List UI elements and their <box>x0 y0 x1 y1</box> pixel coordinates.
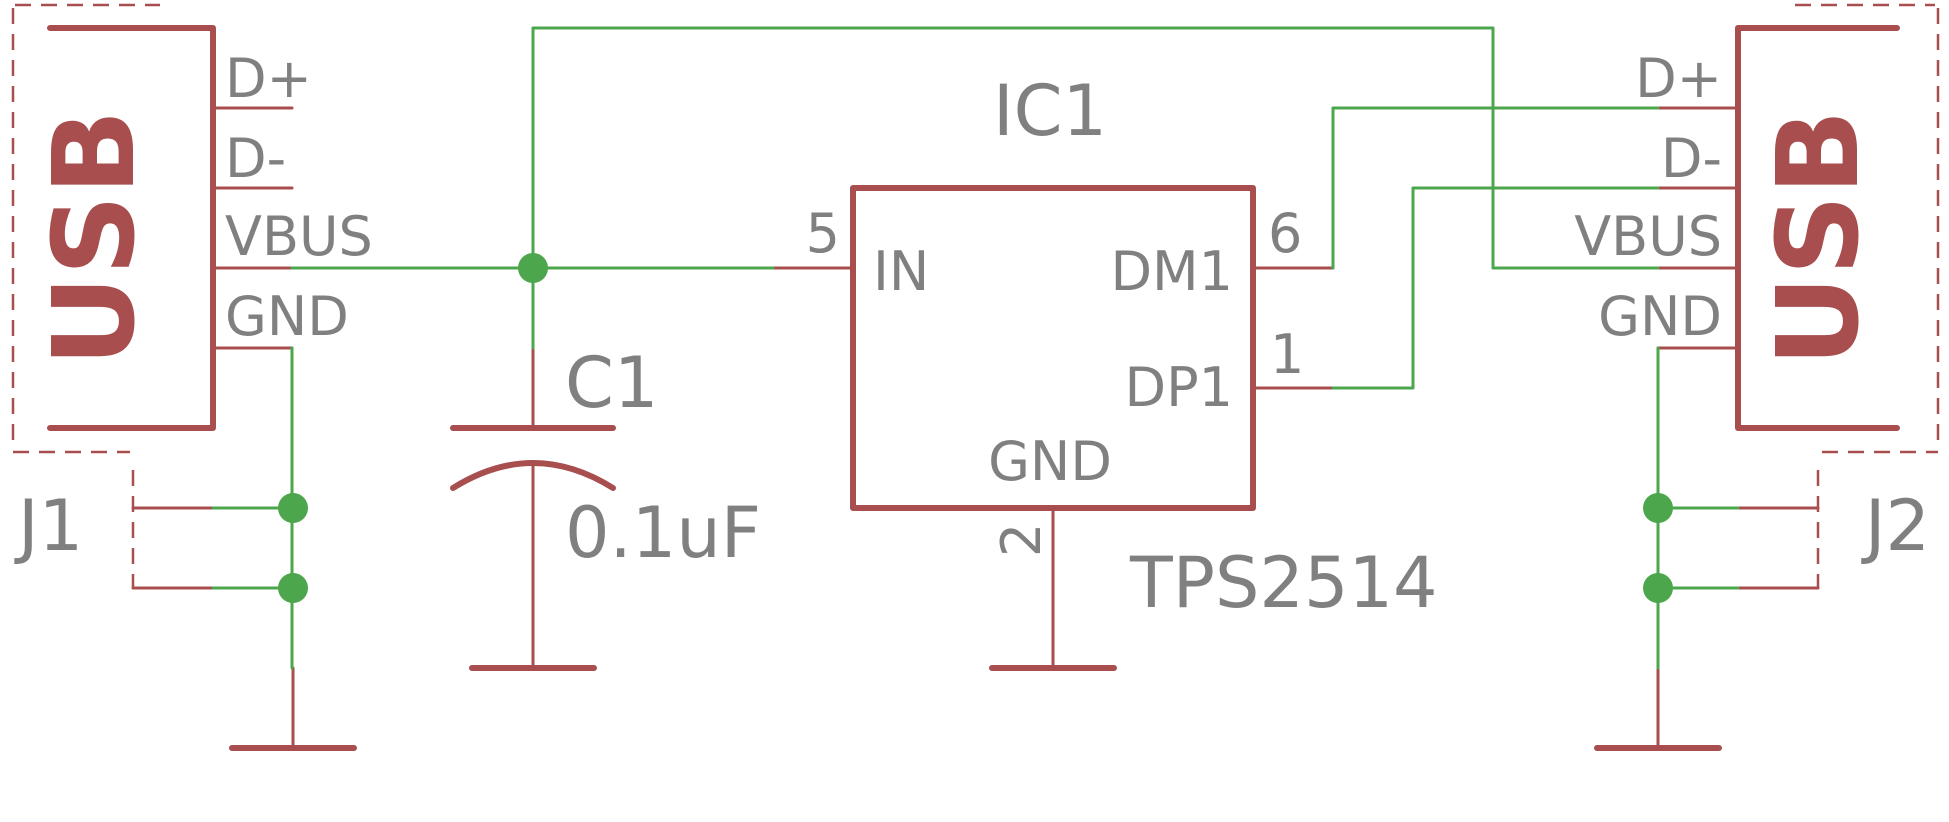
ic1-pin-num-in: 5 <box>806 202 840 265</box>
junction-j1-shield-1 <box>278 493 308 523</box>
j2-pin-label-dminus: D- <box>1661 127 1722 190</box>
j1-usb-label: USB <box>30 110 160 367</box>
ic1-pin-num-dp1: 1 <box>1270 323 1304 386</box>
j1-pin-label-gnd: GND <box>225 285 349 348</box>
vbus-net-bridge[interactable] <box>531 26 1660 270</box>
c1-value-label: 0.1uF <box>565 492 761 574</box>
nets <box>211 26 1740 670</box>
j1-pin-label-vbus: VBUS <box>225 205 373 268</box>
ic1-pin-name-dp1: DP1 <box>1124 356 1233 419</box>
j2-usb-label: USB <box>1754 110 1884 367</box>
ic1-pin-name-gnd: GND <box>988 430 1112 493</box>
j1-body <box>47 25 216 431</box>
usb-connector-j2[interactable]: USB D+ D- VBUS GND J2 <box>1574 3 1940 590</box>
j1-pin-label-dplus: D+ <box>225 47 312 110</box>
ic1-ref-label: IC1 <box>993 70 1107 152</box>
usb-connector-j1[interactable]: USB D+ D- VBUS GND J1 <box>11 3 373 590</box>
j2-pin-label-vbus: VBUS <box>1574 205 1722 268</box>
j2-pin-label-dplus: D+ <box>1635 47 1722 110</box>
ic-tps2514[interactable]: IC1 TPS2514 IN 5 DM1 6 DP1 1 GND 2 <box>771 70 1438 671</box>
dp1-net[interactable] <box>1331 186 1660 390</box>
j1-ref-label: J1 <box>14 485 83 567</box>
ic1-pin-num-dm1: 6 <box>1268 202 1302 265</box>
j2-pin-label-gnd: GND <box>1598 285 1722 348</box>
c1-ref-label: C1 <box>565 342 658 424</box>
ic1-part-label: TPS2514 <box>1129 542 1438 624</box>
junction-j2-shield-1 <box>1643 493 1673 523</box>
ground-symbols <box>229 666 1722 751</box>
dm1-net[interactable] <box>1331 106 1660 270</box>
junction-j2-shield-2 <box>1643 573 1673 603</box>
j1-pin-label-dminus: D- <box>225 127 286 190</box>
ic1-pin-name-dm1: DM1 <box>1110 240 1233 303</box>
junction-j1-shield-2 <box>278 573 308 603</box>
junction-vbus <box>518 253 548 283</box>
ic1-pin-num-gnd: 2 <box>990 523 1053 557</box>
junctions <box>278 253 1673 603</box>
j2-ref-label: J2 <box>1861 485 1930 567</box>
capacitor-c1[interactable]: C1 0.1uF <box>450 342 761 671</box>
ic1-pin-name-in: IN <box>873 240 929 303</box>
j2-body <box>1735 25 1900 431</box>
